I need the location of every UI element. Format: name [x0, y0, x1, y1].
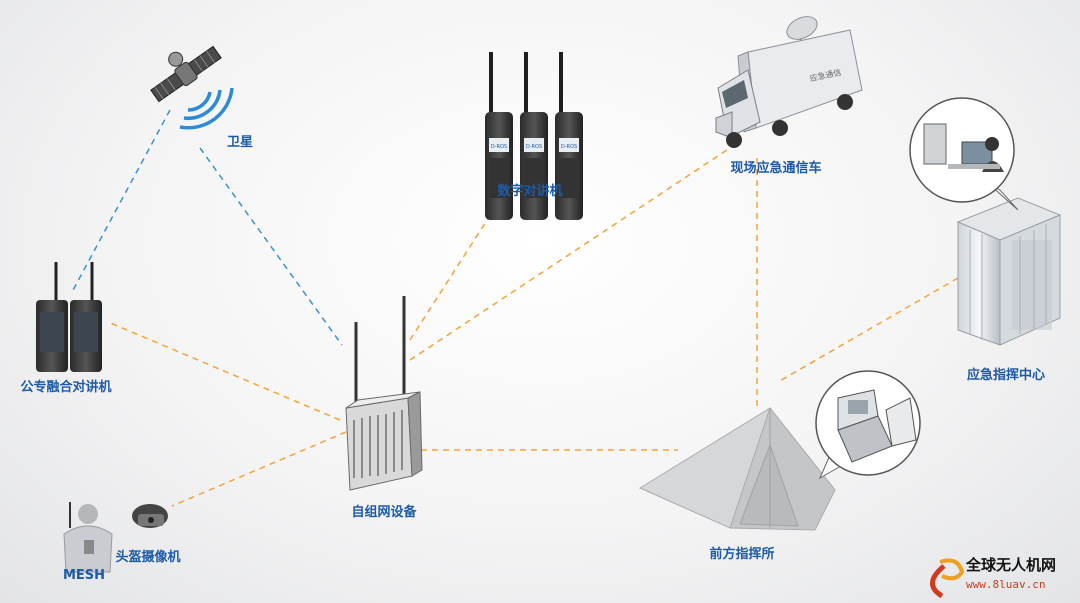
watermark-logo-icon — [930, 558, 965, 599]
label-satellite: 卫星 — [226, 135, 254, 150]
label-public-private-radio: 公专融合对讲机 — [20, 380, 112, 395]
link-mesh-radio — [409, 199, 501, 341]
link-satellite-phone — [71, 109, 171, 293]
link-satellite-mesh — [199, 147, 343, 346]
label-helmet-camera: 头盔摄像机 — [115, 550, 181, 565]
link-mesh-phone — [107, 321, 341, 421]
comm-vehicle-icon: 应急通信 — [715, 16, 863, 148]
radio-screen-brand: D-ROS — [491, 144, 507, 150]
connection-lines — [71, 109, 959, 507]
public-private-radio-icon — [36, 262, 102, 372]
link-center-post — [777, 277, 959, 383]
operator-callout — [909, 97, 1019, 211]
radio-screen-brand: D-ROS — [561, 144, 577, 150]
link-mesh-vehicle — [409, 139, 743, 361]
digital-radios-icon: D-ROS D-ROS D-ROS — [485, 52, 583, 220]
label-forward-command-post: 前方指挥所 — [709, 547, 775, 562]
label-command-center: 应急指挥中心 — [966, 368, 1046, 383]
label-mesh-device: 自组网设备 — [351, 505, 417, 520]
forward-command-tent-icon — [638, 406, 836, 531]
satellite-icon — [150, 45, 234, 130]
label-digital-radio: 数字对讲机 — [497, 184, 563, 199]
radio-screen-brand: D-ROS — [526, 144, 542, 150]
label-mesh: MESH — [62, 568, 106, 583]
mesh-device-icon — [345, 296, 423, 491]
equipment-case-callout — [815, 370, 921, 480]
label-comm-vehicle: 现场应急通信车 — [730, 161, 822, 176]
watermark: 全球无人机网 www.8luav.cn — [928, 554, 1078, 600]
watermark-url: www.8luav.cn — [966, 578, 1046, 591]
watermark-title: 全球无人机网 — [966, 556, 1057, 574]
helmet-camera-person-icon — [63, 502, 168, 573]
command-center-icon — [956, 197, 1062, 346]
link-mesh-helmet — [171, 431, 347, 507]
